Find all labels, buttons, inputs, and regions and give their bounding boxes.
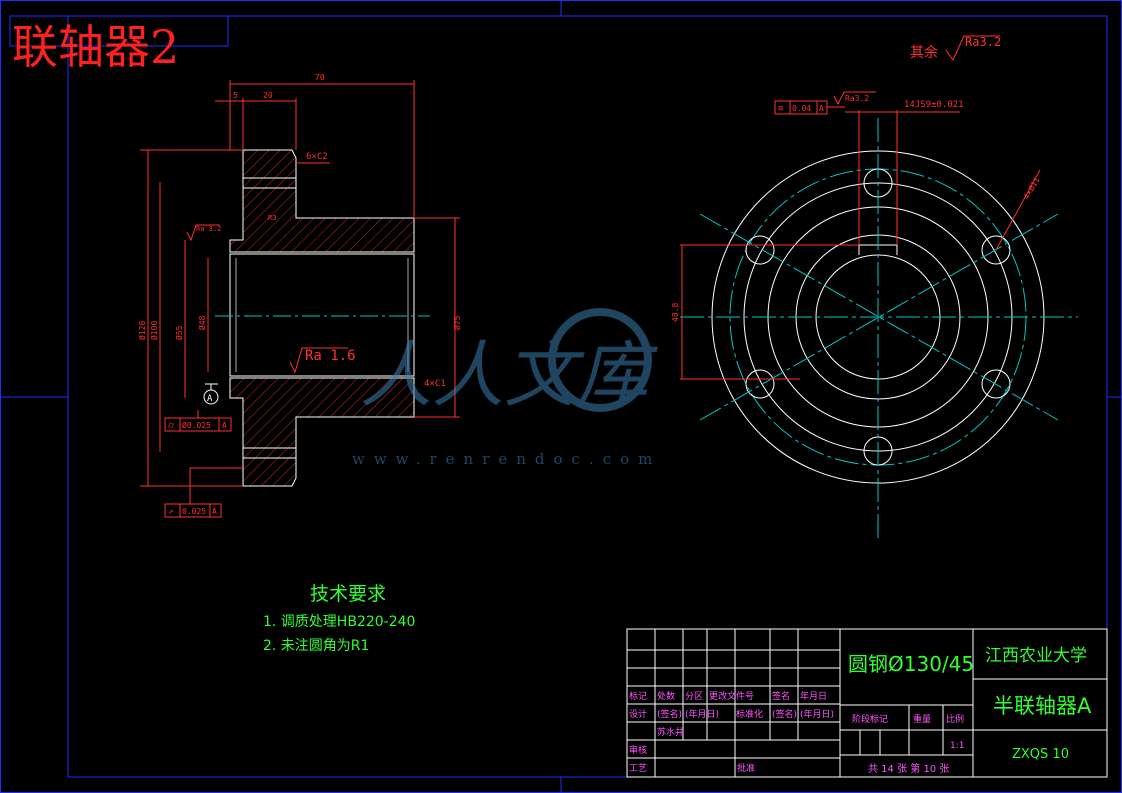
svg-text:4×Ø11: 4×Ø11 (1021, 175, 1042, 201)
svg-text:A: A (207, 394, 213, 404)
svg-text:阶段标记: 阶段标记 (852, 713, 888, 725)
svg-text:⌭: ⌭ (168, 421, 175, 431)
svg-text:苏水井: 苏水井 (657, 726, 684, 738)
svg-text:Ø75: Ø75 (452, 315, 462, 330)
svg-text:人人文库: 人人文库 (360, 333, 658, 417)
svg-text:设计: 设计 (629, 708, 647, 720)
svg-text:4×C1: 4×C1 (424, 379, 446, 389)
svg-text:(年月日): (年月日) (800, 708, 834, 720)
part-name: 半联轴器A (993, 694, 1092, 718)
svg-text:0.04: 0.04 (792, 104, 811, 113)
svg-text:R3: R3 (268, 214, 276, 222)
tech-requirement-1: 1. 调质处理HB220-240 (263, 614, 415, 630)
svg-text:Ra3.2: Ra3.2 (845, 94, 869, 103)
title-block (626, 628, 1108, 778)
svg-text:审核: 审核 (629, 744, 647, 756)
svg-text:www.renrendoc.com: www.renrendoc.com (352, 450, 661, 468)
runout-frame-2: ↗ 0.025 A (164, 467, 243, 518)
side-view (680, 110, 1078, 540)
svg-text:A: A (212, 507, 217, 516)
sheet-count: 共 14 张 第 10 张 (868, 762, 949, 775)
svg-text:分区: 分区 (685, 691, 703, 702)
datum-a-marker: A (203, 383, 219, 405)
title-block-text: 圆钢Ø130/45 江西农业大学 半联轴器A ZXQS 10 1:1 共 14 … (629, 646, 1092, 775)
drawing-title: 联轴器2 (12, 20, 179, 74)
tech-requirements: 技术要求 1. 调质处理HB220-240 2. 未注圆角为R1 (263, 583, 415, 654)
svg-text:↗: ↗ (168, 507, 173, 517)
drawing-number: ZXQS 10 (1012, 747, 1069, 762)
svg-text:1:1: 1:1 (950, 741, 964, 751)
svg-text:20: 20 (263, 91, 273, 100)
svg-text:14JS9±0.021: 14JS9±0.021 (904, 100, 964, 110)
svg-text:Ra 3.2: Ra 3.2 (196, 225, 221, 233)
svg-text:Ra 1.6: Ra 1.6 (305, 348, 356, 364)
svg-text:其余: 其余 (910, 44, 938, 61)
watermark: 人人文库 www.renrendoc.com (352, 308, 661, 468)
svg-text:A: A (819, 104, 824, 113)
svg-text:Ø0.025: Ø0.025 (182, 420, 211, 430)
svg-text:Ø48: Ø48 (197, 315, 207, 330)
svg-text:Ø55: Ø55 (174, 325, 184, 340)
svg-text:批准: 批准 (737, 762, 755, 774)
svg-text:重量: 重量 (913, 713, 931, 725)
svg-text:标记: 标记 (629, 690, 647, 702)
svg-text:工艺: 工艺 (629, 763, 647, 774)
runout-frame-1: ⌭ Ø0.025 A (164, 410, 232, 432)
svg-text:70: 70 (315, 73, 325, 82)
svg-text:5: 5 (233, 91, 238, 100)
svg-text:(签名): (签名) (772, 708, 797, 720)
svg-text:处数: 处数 (657, 690, 675, 702)
surface-default-symbol: 其余 Ra3.2 (910, 35, 1001, 62)
svg-text:0.025: 0.025 (182, 507, 206, 516)
symmetry-frame: ≡ 0.04 A (774, 100, 845, 115)
svg-text:Ø128: Ø128 (137, 321, 147, 340)
svg-text:比例: 比例 (946, 713, 964, 725)
svg-text:A: A (222, 421, 227, 430)
svg-text:年月日: 年月日 (800, 690, 827, 702)
svg-text:(签名): (签名) (657, 708, 682, 720)
svg-text:48.8: 48.8 (671, 303, 680, 322)
tech-requirement-2: 2. 未注圆角为R1 (263, 638, 369, 654)
svg-text:Ra3.2: Ra3.2 (965, 35, 1001, 49)
front-section-view (140, 80, 460, 487)
material: 圆钢Ø130/45 (848, 652, 974, 676)
svg-text:签名: 签名 (772, 690, 790, 702)
svg-text:(年月日): (年月日) (685, 708, 719, 720)
svg-text:更改文件号: 更改文件号 (709, 690, 754, 702)
tech-requirements-heading: 技术要求 (310, 583, 386, 605)
svg-text:≡: ≡ (778, 104, 784, 114)
svg-text:6×C2: 6×C2 (306, 152, 328, 162)
university-name: 江西农业大学 (985, 646, 1087, 666)
side-view-dimensions: 48.8 4×Ø11 14JS9±0.021 Ra3.2 (671, 91, 1042, 322)
svg-text:标准化: 标准化 (736, 708, 763, 720)
svg-text:Ø100: Ø100 (149, 321, 159, 340)
front-view-dimensions: 70 5 20 6×C2 4×C1 R3 Ø128 Ø100 Ø55 Ø48 Ø… (137, 73, 462, 389)
